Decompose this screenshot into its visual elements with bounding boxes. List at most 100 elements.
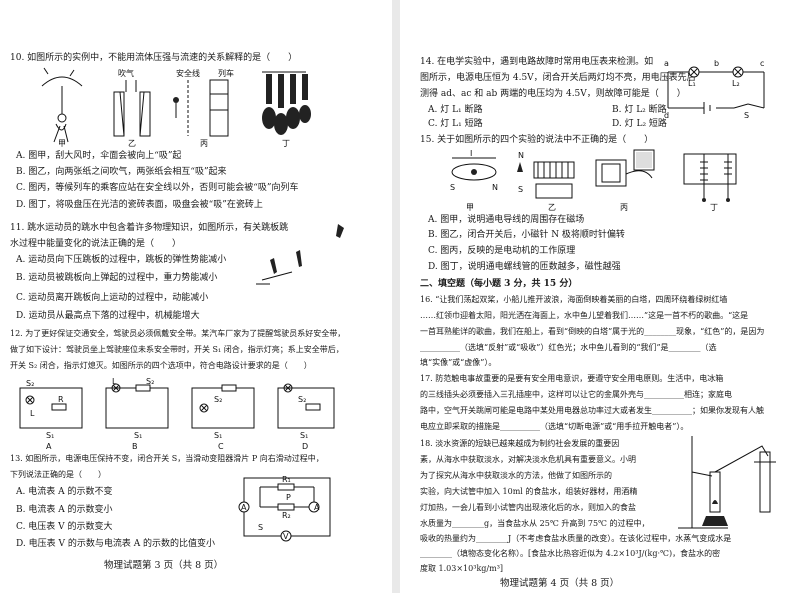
- q13-stem-2: 下列说法正确的是（ ）: [10, 470, 106, 479]
- right-page-footer: 物理试题第 4 页（共 8 页）: [500, 578, 620, 589]
- q18-line-6: 水质量为________g，当食盐水从 25℃ 升高到 75℃ 的过程中，: [420, 519, 650, 528]
- q14-circuit: a b c d L₁ L₂ S: [664, 59, 765, 120]
- svg-text:R₁: R₁: [282, 475, 291, 484]
- svg-text:L: L: [112, 377, 117, 386]
- svg-text:S: S: [744, 111, 749, 120]
- svg-text:S: S: [450, 183, 455, 192]
- svg-text:S: S: [518, 185, 523, 194]
- q11-option-b: B. 运动员被跳板向上弹起的过程中，重力势能减小: [16, 273, 218, 283]
- q12-stem-1: 12. 为了更好保证交通安全，驾驶员必须佩戴安全带。某汽车厂家为了提醒驾驶员系好…: [10, 329, 346, 338]
- page-gutter: [392, 0, 400, 593]
- q13-option-b: B. 电流表 A 的示数变小: [16, 505, 113, 515]
- q15-option-d: D. 图丁，说明通电螺线管的匝数越多，磁性越强: [428, 262, 621, 272]
- q13-stem-1: 13. 如图所示，电源电压保持不变，闭合开关 S，当滑动变阻器滑片 P 向右滑动…: [10, 454, 324, 463]
- q16-line-5: 填“实像”或“虚像”）。: [420, 358, 497, 367]
- svg-text:S₁: S₁: [46, 431, 54, 440]
- q14-stem-2: 图所示，电源电压恒为 4.5V，闭合开关后两灯均不亮，用电压表先后: [420, 73, 696, 83]
- svg-text:R: R: [58, 395, 64, 404]
- svg-text:丙: 丙: [200, 139, 208, 148]
- svg-text:S₂: S₂: [26, 379, 34, 388]
- svg-text:甲: 甲: [466, 203, 474, 212]
- section-2-heading: 二、填空题（每小题 3 分，共 15 分）: [420, 279, 578, 289]
- q10-option-a: A. 图甲，刮大风时，伞面会被向上“吸”起: [16, 151, 182, 161]
- svg-text:I: I: [470, 149, 472, 158]
- svg-text:列车: 列车: [218, 68, 234, 78]
- svg-text:N: N: [518, 151, 524, 160]
- svg-text:S₂: S₂: [214, 395, 222, 404]
- svg-text:L₂: L₂: [732, 79, 740, 88]
- svg-text:b: b: [714, 59, 719, 68]
- q11-stem-1: 11. 跳水运动员的跳水中包含着许多物理知识，如图所示，有关跳板跳: [10, 223, 289, 233]
- svg-text:L₁: L₁: [688, 79, 696, 88]
- svg-text:S₂: S₂: [298, 395, 306, 404]
- q10-option-d: D. 图丁，将吸盘压在光洁的瓷砖表面，吸盘会被“吸”在瓷砖上: [16, 200, 263, 210]
- q13-circuit: R₁ P R₂ A V A S: [238, 475, 331, 542]
- svg-text:甲: 甲: [58, 139, 66, 148]
- svg-text:丁: 丁: [710, 203, 718, 212]
- svg-text:S₂: S₂: [146, 377, 154, 386]
- q15-option-b: B. 图乙，闭合开关后，小磁针 N 极将顺时针偏转: [428, 230, 625, 240]
- train-figure: 安全线 列车: [173, 68, 234, 137]
- electromagnet-figure: [683, 153, 737, 202]
- svg-text:A: A: [241, 503, 247, 512]
- q17-line-4: 电应立即采取的措施是__________（选填“切断电源”或“用手拉开触电者”）…: [420, 422, 689, 431]
- q15-option-a: A. 图甲，说明通电导线的周围存在磁场: [428, 215, 585, 225]
- q11-option-c: C. 运动员离开跳板向上运动的过程中，动能减小: [16, 293, 209, 303]
- q18-line-1: 18. 淡水资源的短缺已越来越成为制约社会发展的重要因: [420, 439, 620, 448]
- motor-figure: [595, 149, 655, 187]
- q14-option-b: B. 灯 L₂ 断路: [612, 105, 667, 115]
- svg-text:S₁: S₁: [214, 431, 222, 440]
- svg-text:丁: 丁: [282, 139, 290, 148]
- q13-option-a: A. 电流表 A 的示数不变: [16, 487, 113, 497]
- circuit-a: S₂ L R S₁ A: [19, 379, 83, 451]
- q10-stem: 10. 如图所示的实例中，不能用流体压强与流速的关系解释的是（ ）: [10, 53, 298, 63]
- svg-text:a: a: [664, 59, 669, 68]
- svg-text:V: V: [283, 532, 289, 541]
- svg-text:N: N: [492, 183, 498, 192]
- svg-text:R₂: R₂: [282, 511, 291, 520]
- umbrella-figure: [41, 67, 83, 143]
- q10-option-c: C. 图丙，等候列车的乘客应站在安全线以外，否则可能会被“吸”向列车: [16, 183, 299, 193]
- right-page: 14. 在电学实验中，遇到电路故障时常用电压表来检测。如 图所示，电源电压恒为 …: [400, 0, 794, 593]
- q10-figures: 吹气 安全线 列车: [41, 67, 311, 148]
- oersted-figure: I S N: [450, 149, 498, 192]
- svg-text:丙: 丙: [620, 203, 628, 212]
- q14-option-c: C. 灯 L₁ 短路: [428, 119, 483, 129]
- q17-line-3: 路中，空气开关跳闸可能是电路中某处用电器总功率过大或者发生__________；…: [420, 406, 764, 415]
- q15-option-c: C. 图丙，反映的是电动机的工作原理: [428, 246, 576, 256]
- svg-text:P: P: [286, 493, 291, 502]
- q17-line-2: 的三线插头必须要插入三孔插座中，这样可以让它的金属外壳与__________相连…: [420, 390, 732, 399]
- q13-option-c: C. 电压表 V 的示数变大: [16, 522, 113, 532]
- left-page: 10. 如图所示的实例中，不能用流体压强与流速的关系解释的是（ ） 吹气: [0, 0, 392, 593]
- svg-text:S₁: S₁: [300, 431, 308, 440]
- q11-option-d: D. 运动员从最高点下落的过程中，机械能增大: [16, 311, 200, 321]
- q10-option-b: B. 图乙，向两张纸之间吹气，两张纸会相互“吸”起来: [16, 167, 227, 177]
- q18-line-2: 素，从海水中获取淡水，对解决淡水危机具有重要意义。小明: [420, 455, 636, 464]
- circuit-d: S₂ S₁ D: [277, 383, 335, 451]
- svg-text:c: c: [760, 59, 764, 68]
- distillation-apparatus-figure: [678, 436, 776, 529]
- svg-text:D: D: [302, 442, 308, 451]
- svg-text:A: A: [314, 503, 320, 512]
- q11-stem-2: 水过程中能量变化的说法正确的是（ ）: [10, 239, 182, 249]
- q18-line-9: 度取 1.03×10³kg/m³]: [420, 564, 504, 573]
- q18-line-3: 为了探究从海水中获取淡水的方法，他做了如图所示的: [420, 471, 612, 480]
- paper-figure: 吹气: [113, 68, 151, 137]
- q11-option-a: A. 运动员向下压跳板的过程中，跳板的弹性势能减小: [16, 255, 227, 265]
- q18-line-5: 灯加热，一会儿看到小试管内出现液化后的水，则加入的食盐: [420, 503, 636, 512]
- svg-text:A: A: [46, 442, 52, 451]
- q14-option-a: A. 灯 L₁ 断路: [428, 105, 483, 115]
- q12-circuits: S₂ L R S₁ A L S₂ S₁ B S₂ S₁ C: [19, 377, 335, 451]
- q18-line-7: 吸收的热量约为________J（不考虑食盐水质量的改变）。在该化过程中，水蒸气…: [420, 534, 732, 543]
- q15-stem: 15. 关于如图所示的四个实验的说法中不正确的是（ ）: [420, 135, 654, 145]
- svg-text:乙: 乙: [128, 139, 136, 148]
- circuit-b: L S₂ S₁ B: [105, 377, 169, 451]
- svg-text:吹气: 吹气: [118, 68, 134, 78]
- q18-line-4: 实验，向大试管中加入 10ml 的食盐水，组装好器材，用酒精: [420, 487, 638, 496]
- svg-text:d: d: [664, 111, 669, 120]
- q14-stem-1: 14. 在电学实验中，遇到电路故障时常用电压表来检测。如: [420, 57, 654, 67]
- svg-text:B: B: [132, 442, 138, 451]
- q16-line-1: 16. “让我们荡起双桨，小船儿推开波浪，海面倒映着美丽的白塔，四周环绕着绿树红…: [420, 295, 728, 304]
- q12-stem-2: 做了如下设计：驾驶员坐上驾驶座位未系安全带时，开关 S₁ 闭合，指示灯亮；系上安…: [10, 345, 344, 354]
